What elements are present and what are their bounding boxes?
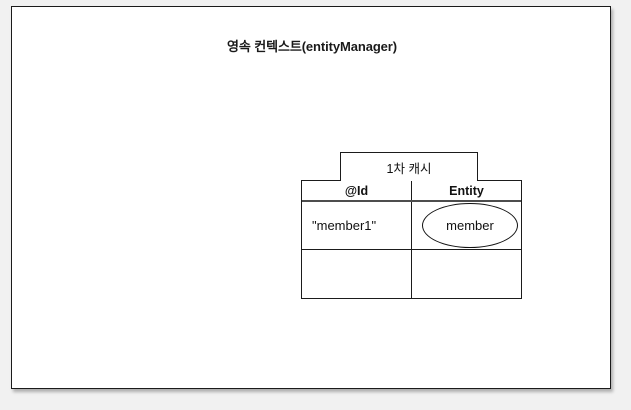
table-row [302,249,521,298]
first-level-cache-table: @Id Entity "member1" member [301,180,522,299]
cell-entity: member [411,201,521,250]
cell-id: "member1" [302,201,412,250]
cell-id-empty [302,249,412,298]
cell-entity-empty [411,249,521,298]
page-title: 영속 컨텍스트(entityManager) [227,39,397,54]
column-header-entity: Entity [411,181,521,202]
entity-label: member [446,218,494,233]
entity-ellipse: member [422,203,518,248]
table-header-row: @Id Entity [302,181,521,202]
column-header-id: @Id [302,181,412,202]
diagram-frame: 영속 컨텍스트(entityManager) 1차 캐시 @Id Entity [11,6,611,389]
first-level-cache-label: 1차 캐시 [386,161,432,176]
first-level-cache-label-box: 1차 캐시 [340,152,478,181]
table-row: "member1" member [302,201,521,250]
